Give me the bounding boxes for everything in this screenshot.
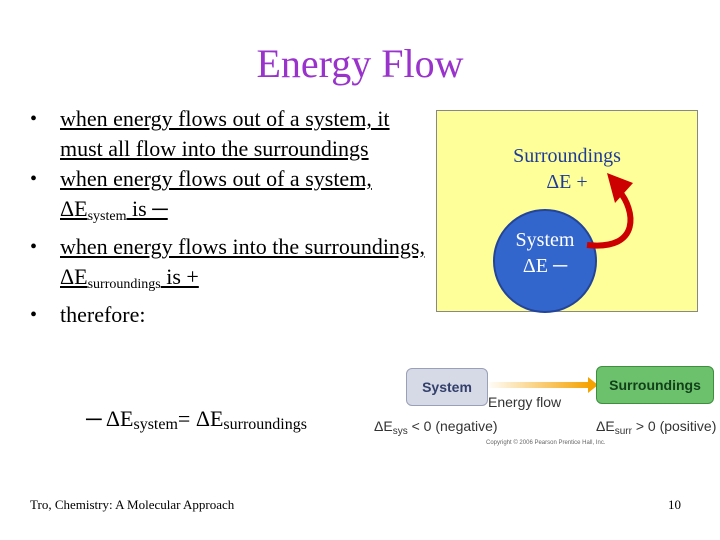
bullet-3: • when energy flows into the surrounding…	[30, 232, 430, 300]
delta-e-system-negative: ΔEsys < 0 (negative)	[374, 418, 498, 437]
slide-title: Energy Flow	[256, 41, 464, 86]
footer-text: Tro, Chemistry: A Molecular Approach	[30, 497, 235, 512]
copyright-note: Copyright © 2006 Pearson Prentice Hall, …	[486, 440, 606, 446]
flow-surroundings-box: Surroundings	[596, 366, 714, 404]
surroundings-label: Surroundings ΔE +	[513, 145, 621, 193]
bullet-1: • when energy flows out of a system, it …	[30, 104, 430, 164]
system-circle	[493, 209, 597, 313]
delta-e-surroundings-positive: ΔEsurr > 0 (positive)	[596, 418, 717, 437]
bullet-text: therefore:	[60, 302, 146, 327]
energy-equation: ─ ΔEsystem= ΔEsurroundings	[86, 406, 307, 433]
bullet-text: when energy flows into the surroundings,…	[60, 234, 425, 292]
energy-flow-figure: System Surroundings Energy flow ΔEsys < …	[370, 360, 720, 450]
bullet-text: when energy flows out of a system, ΔEsys…	[60, 166, 372, 224]
flow-arrow-icon	[486, 377, 598, 393]
flow-system-box: System	[406, 368, 488, 406]
energy-arrow-icon	[586, 173, 634, 249]
bullet-dot: •	[30, 304, 38, 326]
bullet-dot: •	[30, 236, 38, 258]
bullet-dot: •	[30, 168, 38, 190]
system-label: System ΔE ─	[515, 229, 575, 277]
bullet-4: • therefore:	[30, 300, 430, 330]
page-number: 10	[668, 497, 681, 512]
flow-label: Energy flow	[488, 394, 562, 410]
bullet-text: when energy flows out of a system, it mu…	[60, 106, 390, 161]
bullet-dot: •	[30, 108, 38, 130]
bullet-2: • when energy flows out of a system, ΔEs…	[30, 164, 430, 232]
bullet-list: • when energy flows out of a system, it …	[30, 104, 430, 330]
surroundings-box: Surroundings ΔE + System ΔE ─	[436, 110, 698, 313]
